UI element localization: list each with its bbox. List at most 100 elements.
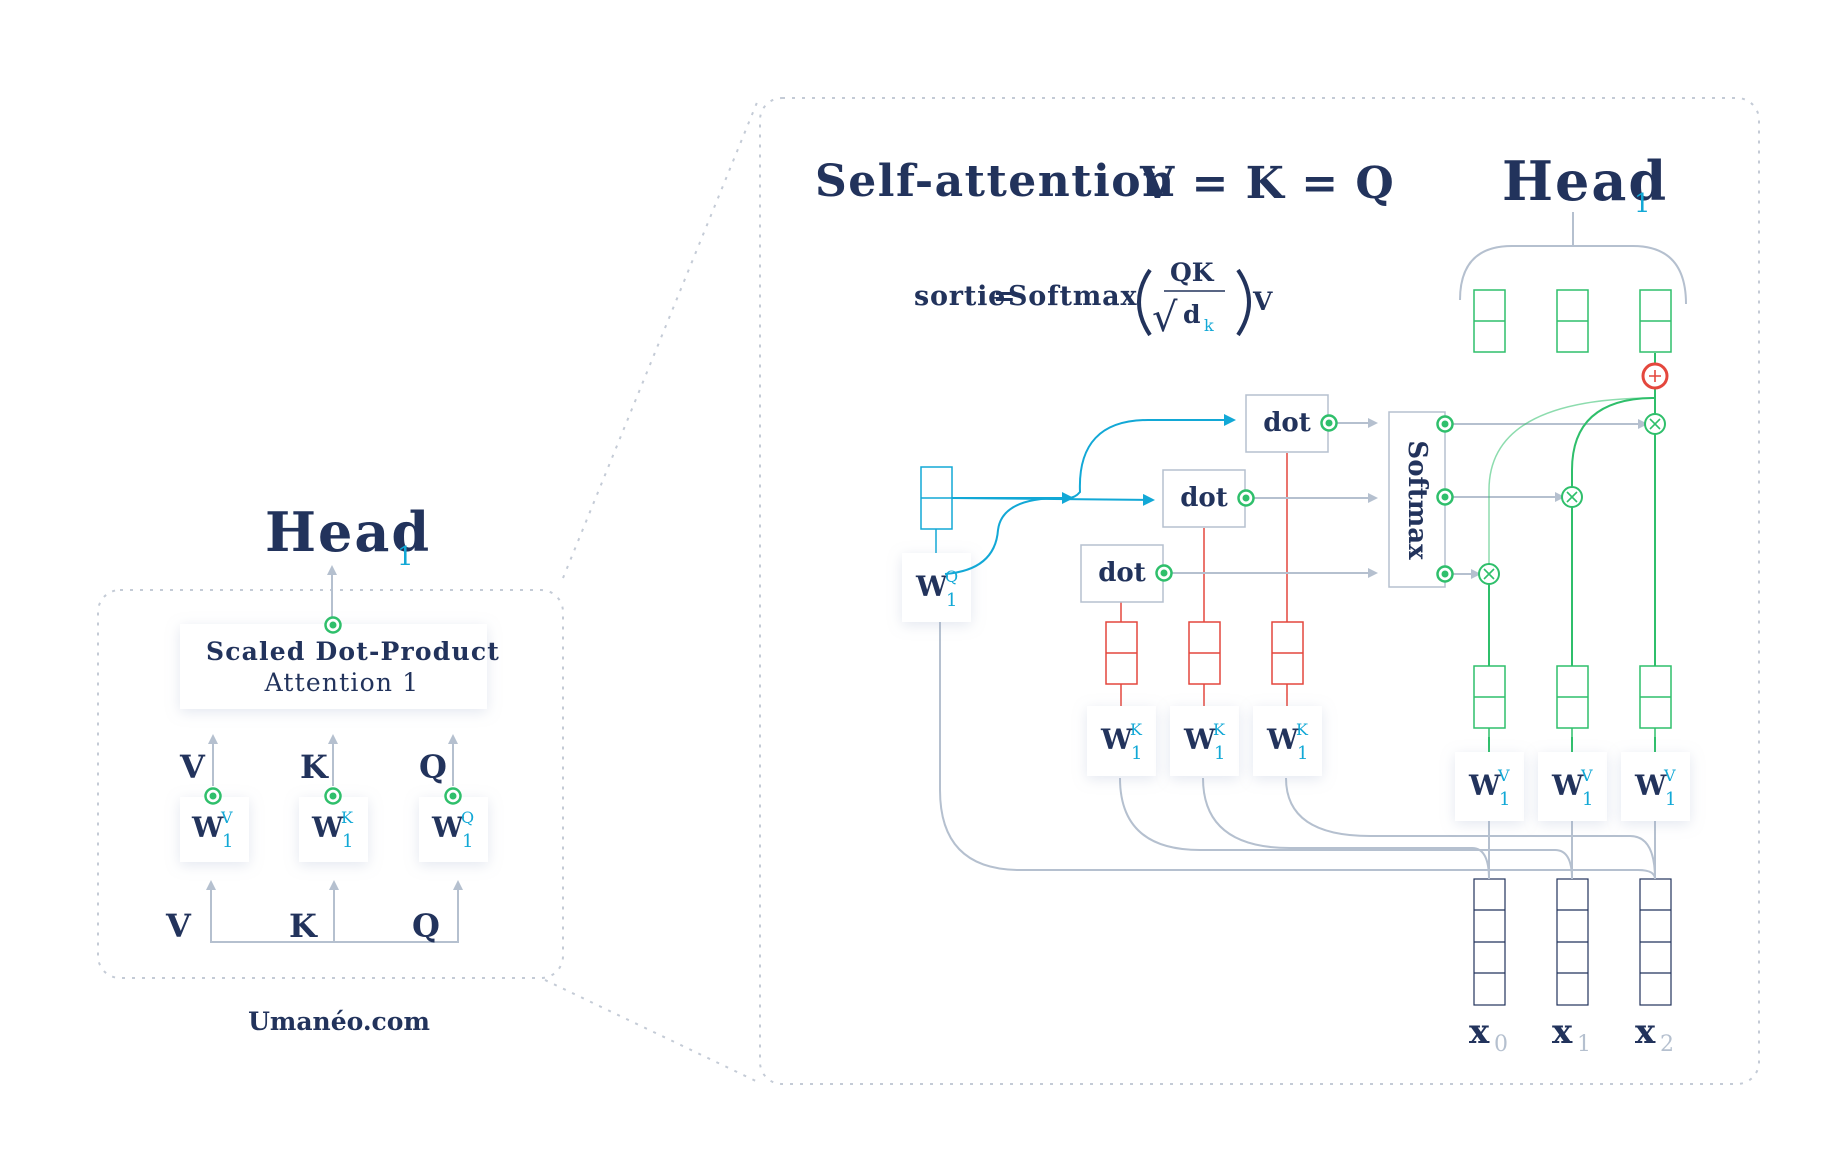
formula-lhs: sortie: [914, 281, 1006, 312]
svg-text:Q: Q: [945, 567, 958, 586]
input-vectors: [1473, 878, 1672, 1006]
formula-denominator: d: [1183, 300, 1200, 329]
sum-node: [1641, 362, 1669, 390]
sdpa-title-line2: Attention 1: [264, 668, 420, 697]
dot-box-3: dot: [1245, 394, 1329, 453]
svg-text:W: W: [1183, 723, 1216, 756]
input-label-x1: x: [1552, 1012, 1573, 1052]
svg-text:W: W: [1100, 723, 1133, 756]
wv-box-3: W V 1: [1621, 752, 1690, 821]
input-label-x0-sub: 0: [1494, 1032, 1508, 1057]
detail-frame: [759, 97, 1760, 1085]
svg-text:W: W: [915, 570, 948, 603]
overview-wv-sup: V: [220, 808, 233, 827]
overview-weight-q: Q W Q 1: [419, 734, 488, 943]
input-label-x0: x: [1469, 1012, 1490, 1052]
overview-wk-sup: K: [341, 808, 354, 827]
zoom-line-top: [562, 99, 759, 579]
multiply-node: [1644, 413, 1666, 435]
svg-text:W: W: [1266, 723, 1299, 756]
overview-wk-output-dot: [324, 787, 342, 805]
detail-equation: V = K = Q: [1139, 158, 1395, 209]
dot-box-1: dot: [1080, 544, 1164, 603]
input-label-x2-sub: 2: [1660, 1032, 1674, 1057]
overview-wq-sup: Q: [461, 808, 474, 827]
overview-input-q: Q: [412, 907, 440, 945]
svg-text:K: K: [1213, 720, 1226, 739]
detail-panel: Self-attention V = K = Q sortie = Softma…: [759, 97, 1760, 1085]
overview-wv-sub: 1: [222, 831, 233, 852]
svg-text:1: 1: [946, 590, 957, 611]
wk-box-3: W K 1: [1253, 706, 1322, 776]
query-vector: [920, 466, 953, 553]
overview-wq-output-dot: [444, 787, 462, 805]
softmax-box: Softmax: [1388, 411, 1446, 588]
value-vectors: [1473, 665, 1672, 752]
overview-wv-box: [180, 797, 249, 862]
formula-right-paren: [1236, 268, 1251, 337]
input-label-x2: x: [1635, 1012, 1656, 1052]
overview-head-subscript: 1: [397, 542, 414, 572]
svg-text:dot: dot: [1263, 408, 1311, 438]
formula-left-paren: [1137, 268, 1152, 337]
overview-output-k: K: [300, 748, 329, 786]
overview-output-q: Q: [419, 748, 447, 786]
route-to-wk-3: [1285, 777, 1656, 880]
zoom-line-bottom: [544, 979, 761, 1084]
overview-weight-k: K W K 1: [299, 734, 368, 943]
wv-box-2: W V 1: [1538, 752, 1607, 821]
wk-box-1: W K 1: [1087, 706, 1156, 776]
detail-head-subscript: 1: [1634, 189, 1651, 219]
formula-func: Softmax: [1008, 281, 1137, 312]
overview-weight-v: V W V 1: [179, 734, 249, 943]
wv-box-1: W V 1: [1455, 752, 1524, 821]
formula-rhs: V: [1252, 287, 1273, 316]
svg-text:1: 1: [1297, 743, 1308, 764]
query-routing: [944, 414, 1236, 575]
svg-text:dot: dot: [1098, 558, 1146, 588]
overview-input-v: V: [165, 907, 192, 945]
svg-text:1: 1: [1582, 789, 1593, 810]
formula-sqrt: √: [1152, 295, 1178, 341]
overview-wq-box: [419, 797, 488, 862]
input-routing: [939, 622, 1656, 880]
svg-text:1: 1: [1214, 743, 1225, 764]
overview-head-label: Head: [265, 500, 431, 564]
overview-panel: Head 1 Scaled Dot-Product Attention 1 V …: [97, 99, 761, 1084]
wq-box: W Q 1: [902, 553, 971, 622]
route-to-wk-2: [1202, 777, 1490, 880]
softmax-output-dots: [1436, 415, 1454, 583]
overview-output-v: V: [179, 748, 206, 786]
svg-text:V: V: [1497, 766, 1510, 785]
svg-text:1: 1: [1665, 789, 1676, 810]
overview-wv-output-dot: [204, 787, 222, 805]
multiply-node: [1478, 563, 1500, 585]
route-to-wk-1: [1119, 777, 1573, 880]
input-label-x1-sub: 1: [1577, 1032, 1591, 1057]
overview-frame: [97, 589, 564, 979]
softmax-to-multiply-arrows: [1452, 419, 1648, 579]
svg-text:Softmax: Softmax: [1402, 440, 1432, 560]
sdpa-box: [180, 624, 487, 709]
route-to-wq: [939, 622, 1656, 880]
svg-text:V: V: [1663, 766, 1676, 785]
attention-formula: sortie = Softmax QK √ d k V: [914, 258, 1273, 341]
svg-text:W: W: [1468, 769, 1501, 802]
overview-input-k: K: [289, 907, 318, 945]
overview-wq-w: W: [431, 811, 464, 844]
svg-text:1: 1: [1131, 743, 1142, 764]
svg-text:1: 1: [1499, 789, 1510, 810]
formula-numerator: QK: [1170, 258, 1215, 287]
svg-text:V: V: [1580, 766, 1593, 785]
overview-wk-sub: 1: [342, 831, 353, 852]
multiply-node: [1561, 486, 1583, 508]
svg-text:dot: dot: [1180, 483, 1228, 513]
dot-output-dots: [1155, 414, 1338, 582]
overview-wq-sub: 1: [462, 831, 473, 852]
dot-to-softmax-arrows: [1172, 418, 1378, 578]
head-brace: [1459, 212, 1687, 305]
detail-title: Self-attention: [815, 156, 1176, 207]
detail-head-label: Head: [1502, 149, 1668, 213]
head-output-vectors: [1473, 289, 1672, 353]
